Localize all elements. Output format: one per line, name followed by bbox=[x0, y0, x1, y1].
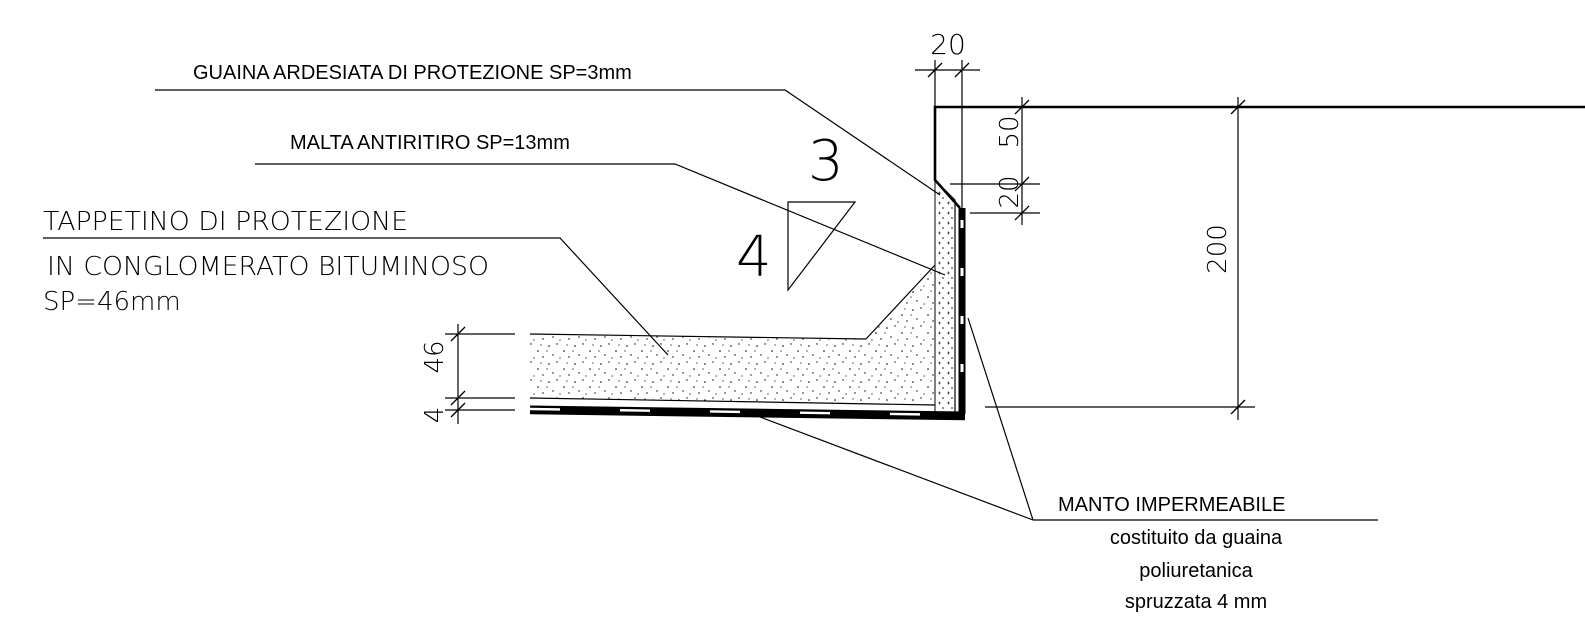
slope-rise-label: 3 bbox=[808, 129, 844, 194]
conglomerate-bottom-line bbox=[529, 397, 936, 406]
label-manto-title: MANTO IMPERMEABILE bbox=[1058, 494, 1285, 516]
label-tappetino-1: TAPPETINO DI PROTEZIONE bbox=[43, 207, 408, 237]
leader-malta bbox=[255, 163, 946, 276]
leader-manto-b bbox=[967, 317, 1034, 521]
dimension-curb-heights: 50 20 bbox=[950, 97, 1040, 225]
label-malta: MALTA ANTIRITIRO SP=13mm bbox=[290, 132, 570, 154]
dimension-layer-thickness: 46 4 bbox=[420, 324, 515, 424]
svg-text:46: 46 bbox=[420, 340, 450, 373]
dimension-top-width: 20 bbox=[915, 28, 980, 208]
slope-triangle bbox=[787, 201, 857, 292]
curb-outline bbox=[933, 105, 1585, 209]
label-tappetino-2: IN CONGLOMERATO BITUMINOSO bbox=[47, 252, 489, 282]
svg-text:4: 4 bbox=[420, 407, 450, 424]
leader-manto-a bbox=[759, 416, 1034, 521]
svg-text:200: 200 bbox=[1203, 224, 1233, 274]
svg-text:20: 20 bbox=[995, 175, 1025, 208]
label-manto-2: poliuretanica bbox=[1139, 560, 1253, 582]
slope-run-label: 4 bbox=[736, 225, 772, 290]
label-tappetino-3: SP=46mm bbox=[43, 287, 181, 317]
svg-text:20: 20 bbox=[930, 28, 966, 61]
leader-tappetino bbox=[43, 237, 669, 356]
conglomerate-layer bbox=[530, 265, 935, 405]
label-manto-3: spruzzata 4 mm bbox=[1125, 591, 1267, 613]
membrane-bottom-edge bbox=[529, 411, 966, 421]
membrane-horizontal-pattern bbox=[529, 407, 966, 417]
label-guaina: GUAINA ARDESIATA DI PROTEZIONE SP=3mm bbox=[193, 62, 632, 84]
label-manto-1: costituito da guaina bbox=[1110, 527, 1283, 549]
conglomerate-top-line bbox=[529, 333, 867, 340]
dimension-total-height: 200 bbox=[985, 97, 1255, 420]
mortar-layer bbox=[934, 178, 956, 413]
svg-text:50: 50 bbox=[995, 115, 1025, 148]
leader-guaina bbox=[155, 89, 941, 196]
conglomerate-slope-line bbox=[865, 264, 936, 340]
